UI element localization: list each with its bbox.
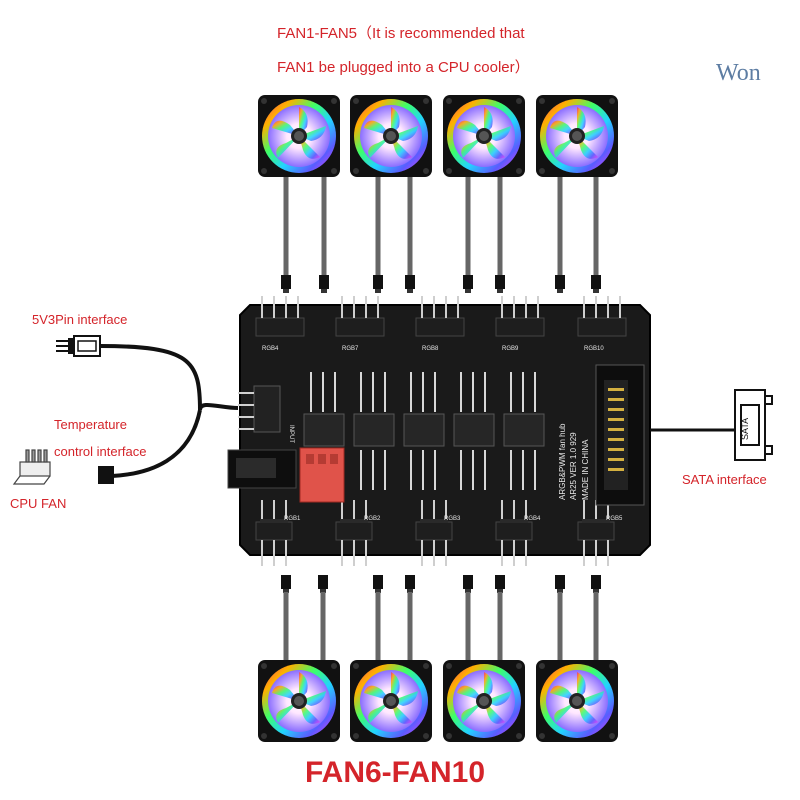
board-print-3: MADE IN CHINA: [581, 439, 590, 500]
input-header: [238, 385, 281, 433]
sata-plug-icon: [734, 389, 773, 461]
temperature-label-line-1: Temperature: [54, 417, 127, 432]
watermark: Won: [716, 60, 761, 86]
input-y-cable: [99, 344, 239, 478]
cpu-fan-header-icon: [12, 449, 51, 485]
hub-board: ARGB&PWM fan hub AR25 VER 1.0 929 MADE I…: [227, 295, 651, 566]
sata-plug-text: SATA: [740, 418, 750, 440]
bottom-header-label: RGB3: [444, 516, 461, 522]
bottom-cables: [283, 592, 599, 662]
bottom-header-label: RGB4: [524, 516, 541, 522]
fan-icon: [350, 660, 432, 742]
fan-icon: [443, 660, 525, 742]
header-line-2: FAN1 be plugged into a CPU cooler）: [277, 59, 530, 76]
bottom-headers: [255, 499, 615, 566]
top-header-label: RGB8: [422, 346, 439, 352]
bottom-header-label: RGB1: [284, 516, 301, 522]
fan-icon: [536, 660, 618, 742]
bottom-header-label: RGB2: [364, 516, 381, 522]
fan-icon: [258, 95, 340, 177]
input-label: INPUT: [288, 425, 294, 443]
fan-icon: [350, 95, 432, 177]
top-fans: [258, 95, 618, 177]
bottom-fans: [258, 660, 618, 742]
top-header-label: RGB4: [262, 346, 279, 352]
fan-icon: [258, 660, 340, 742]
top-header-label: RGB7: [342, 346, 359, 352]
3pin-connector-icon: [56, 335, 101, 357]
bottom-plugs: [281, 575, 601, 593]
center-header-blocks: [303, 413, 545, 447]
sata-cable: SATA: [650, 389, 773, 461]
top-header-label: RGB10: [584, 346, 604, 352]
fan-plug-icon: [98, 466, 114, 484]
board-print-1: ARGB&PWM fan hub: [558, 423, 567, 500]
center-pin-rows: [310, 372, 536, 490]
sata-interface-label: SATA interface: [682, 472, 767, 487]
fan-icon: [536, 95, 618, 177]
footer-title: FAN6-FAN10: [305, 756, 486, 789]
temperature-label-line-2: control interface: [54, 444, 147, 459]
bottom-header-label: RGB5: [606, 516, 623, 522]
pin-interface-label: 5V3Pin interface: [32, 312, 128, 327]
top-cables: [283, 177, 599, 282]
board-print-2: AR25 VER 1.0 929: [569, 432, 578, 500]
fan-icon: [443, 95, 525, 177]
top-header-label: RGB9: [502, 346, 519, 352]
top-plugs: [281, 275, 601, 293]
cpu-fan-label: CPU FAN: [10, 496, 67, 511]
header-line-1: FAN1-FAN5（It is recommended that: [277, 25, 525, 42]
